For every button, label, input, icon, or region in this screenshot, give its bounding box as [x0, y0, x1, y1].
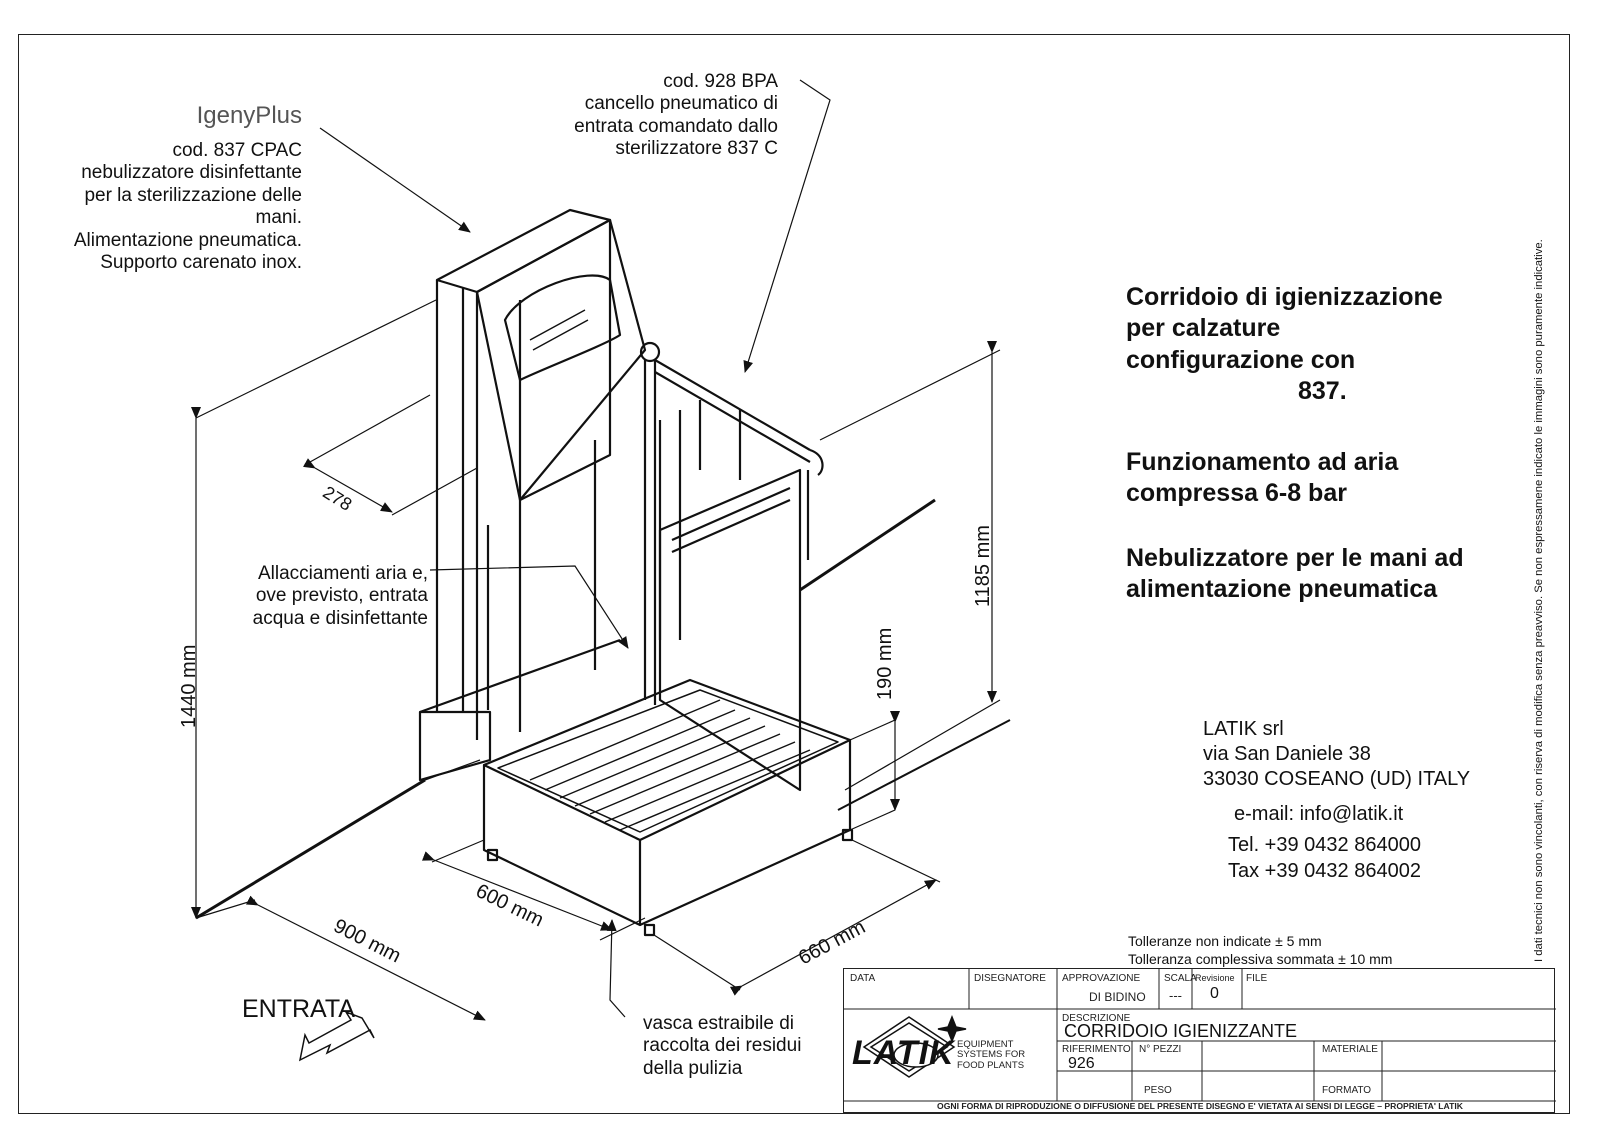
descrizione-value: CORRIDOIO IGIENIZZANTE	[1064, 1021, 1298, 1041]
logo-tagline-line: SYSTEMS FOR	[957, 1049, 1026, 1061]
callout-allacci-line: acqua e disinfettante	[252, 607, 428, 629]
gate-panel	[658, 468, 802, 792]
approvazione-value: DI BIDINO	[1089, 990, 1146, 1004]
scala-value: ---	[1169, 988, 1182, 1003]
riferimento-label: RIFERIMENTO	[1062, 1044, 1131, 1055]
air-note-line: compressa 6-8 bar	[1126, 479, 1347, 508]
file-label: FILE	[1246, 973, 1268, 984]
gate-post-cap	[639, 341, 661, 363]
nebulizer-note-line: Nebulizzatore per le mani ad	[1126, 544, 1464, 572]
entrata-label: ENTRATA	[242, 995, 355, 1023]
peso-label: PESO	[1144, 1085, 1172, 1096]
materiale-label: MATERIALE	[1322, 1044, 1378, 1055]
dim-190-label: 190 mm	[874, 627, 896, 700]
callout-cpac-line: nebulizzatore disinfettante	[81, 162, 302, 184]
callout-bpa-line: sterilizzatore 837 C	[615, 138, 778, 160]
callout-cpac-line: per la sterilizzazione delle	[84, 184, 302, 206]
dim-900	[245, 895, 486, 1021]
callout-allacci: Allacciamenti aria e, ove previsto, entr…	[200, 563, 428, 630]
callout-vasca-line: vasca estraibile di	[643, 1013, 795, 1034]
company-name: LATIK srl	[1203, 718, 1284, 740]
formato-label: FORMATO	[1322, 1085, 1372, 1096]
company-street: via San Daniele 38	[1203, 743, 1371, 765]
dim-1185-label: 1185 mm	[972, 525, 994, 607]
tray-top	[483, 678, 851, 767]
floor-line-left	[195, 778, 426, 920]
leader-vasca	[606, 919, 626, 1018]
base-platform	[418, 710, 492, 782]
air-note: Funzionamento ad aria compressa 6-8 bar	[1126, 447, 1398, 510]
side-disclaimer: I dati tecnici non sono vincolanti, con …	[1533, 239, 1545, 962]
title-main: Corridoio di igienizzazione per calzatur…	[1126, 282, 1443, 407]
dim-660	[729, 879, 937, 996]
sprayer-housing	[475, 218, 647, 502]
company-fax: Tax +39 0432 864002	[1228, 860, 1421, 882]
title-line: 837.	[1298, 376, 1347, 405]
leader-allacci	[429, 565, 629, 649]
callout-cpac: cod. 837 CPAC nebulizzatore disinfettant…	[30, 140, 302, 274]
descrizione-label: DESCRIZIONE	[1062, 1013, 1131, 1024]
latik-logo-oval	[893, 1042, 939, 1068]
callout-vasca: vasca estraibile di raccolta dei residui…	[643, 1013, 801, 1080]
leader-bpa	[743, 79, 831, 373]
dim-600	[421, 851, 613, 931]
callout-bpa-line: cod. 928 BPA	[663, 71, 778, 92]
disegnatore-label: DISEGNATORE	[974, 973, 1046, 984]
callout-bpa: cod. 928 BPA cancello pneumatico di entr…	[540, 71, 778, 161]
nebulizer-note: Nebulizzatore per le mani ad alimentazio…	[1126, 543, 1464, 606]
riferimento-value: 926	[1068, 1055, 1095, 1072]
brand-label: IgenyPlus	[196, 102, 302, 129]
leader-cpac	[319, 127, 471, 233]
tolerance-1: Tolleranze non indicate ± 5 mm	[1128, 933, 1322, 949]
title-line: Corridoio di igienizzazione	[1126, 283, 1443, 311]
approvazione-label: APPROVAZIONE	[1062, 973, 1141, 984]
drawing-frame	[18, 34, 1570, 1114]
callout-cpac-line: cod. 837 CPAC	[172, 140, 302, 161]
logo-wordmark: LATIK	[852, 1034, 955, 1072]
logo-tagline: EQUIPMENT SYSTEMS FOR FOOD PLANTS	[957, 1039, 1026, 1071]
callout-bpa-line: cancello pneumatico di	[584, 93, 778, 115]
company-email: e-mail: info@latik.it	[1234, 803, 1404, 825]
gate-rail-top	[654, 359, 811, 463]
logo-tagline-line: EQUIPMENT	[957, 1039, 1014, 1050]
gate-post	[643, 360, 657, 705]
revisione-value: 0	[1210, 985, 1219, 1002]
tolerance-2: Tolleranza complessiva sommata ± 10 mm	[1128, 951, 1393, 967]
revisione-label: Revisione	[1195, 973, 1235, 983]
title-block-grid	[844, 969, 1556, 1102]
sprayer-column	[435, 280, 522, 732]
company-city: 33030 COSEANO (UD) ITALY	[1203, 768, 1471, 790]
company-tel: Tel. +39 0432 864000	[1228, 834, 1421, 856]
wall-line	[799, 498, 936, 592]
callout-cpac-line: mani.	[255, 207, 302, 229]
tray-grid	[529, 699, 811, 831]
sprayer-window	[503, 274, 622, 382]
dim-278	[302, 458, 393, 513]
callout-bpa-line: entrata comandato dallo	[574, 115, 778, 137]
title-line: configurazione con	[1126, 345, 1356, 374]
callout-cpac-line: Supporto carenato inox.	[100, 252, 302, 274]
entrata-arrow	[298, 1010, 375, 1062]
callout-vasca-line: della pulizia	[643, 1057, 743, 1079]
dim-1440-label: 1440 mm	[178, 644, 200, 728]
air-note-line: Funzionamento ad aria	[1126, 448, 1399, 476]
callout-vasca-line: raccolta dei residui	[643, 1035, 802, 1057]
title-block: DATA DISEGNATORE APPROVAZIONE DI BIDINO …	[843, 968, 1556, 1113]
data-label: DATA	[850, 973, 876, 984]
tray-side	[639, 738, 852, 927]
npezzi-label: N° PEZZI	[1139, 1044, 1182, 1055]
copyright-footer: OGNI FORMA DI RIPRODUZIONE O DIFFUSIONE …	[937, 1101, 1463, 1111]
floor-line-right	[837, 719, 1011, 811]
title-line: per calzature	[1126, 314, 1281, 343]
latik-logo-mark	[862, 1014, 967, 1078]
scala-label: SCALA	[1164, 973, 1197, 984]
nebulizer-note-line: alimentazione pneumatica	[1126, 575, 1438, 604]
callout-allacci-line: ove previsto, entrata	[255, 585, 428, 607]
callout-allacci-line: Allacciamenti aria e,	[257, 563, 428, 584]
logo-tagline-line: FOOD PLANTS	[957, 1059, 1025, 1071]
callout-cpac-line: Alimentazione pneumatica.	[73, 229, 302, 251]
